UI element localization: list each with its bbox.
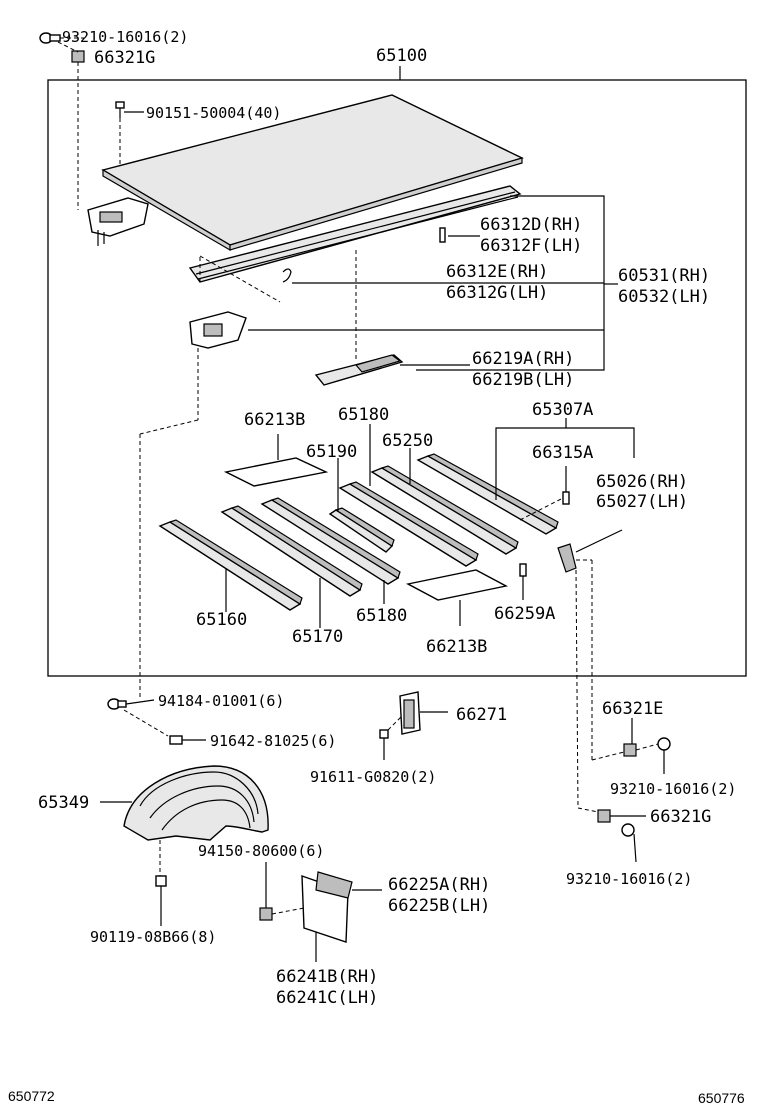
bed-floor-panel [101,94,524,252]
part-label: 66312D(RH) [480,215,582,235]
part-label: 91642-81025(6) [210,732,336,750]
part-label: 66241B(RH) [276,967,378,987]
mat-pad-lower [405,569,509,601]
part-label: 65026(RH) [596,472,688,492]
pin-icon [439,227,446,243]
part-label: 66259A [494,604,555,624]
footer-left-code: 650772 [8,1088,55,1104]
clip-icon [282,268,292,283]
assembly-number: 65100 [376,46,427,66]
clip-66271-icon [399,691,421,735]
nut-66321G-icon [597,809,611,823]
part-label: 90151-50004(40) [146,104,281,122]
part-label: 65307A [532,400,593,420]
part-label: 65180 [356,606,407,626]
part-label: 66321G [650,807,711,827]
bolt-93210-lower-icon [621,823,637,863]
front-bracket-icon [189,311,247,349]
part-label: 93210-16016(2) [62,28,188,46]
part-label: 66213B [244,410,305,430]
cross-bracket [314,354,404,386]
cross-sill-65170 [220,505,363,597]
part-label: 66241C(LH) [276,988,378,1008]
part-label: 65349 [38,793,89,813]
part-label: 66271 [456,705,507,725]
part-label: 66219B(LH) [472,370,574,390]
part-label: 66315A [532,443,593,463]
bolt-90119-icon [155,875,167,926]
part-label: 65160 [196,610,247,630]
pin-66259A-icon [519,563,527,577]
cross-sill-65160 [158,519,303,611]
bolt-94184-icon [107,698,127,710]
mud-flap [301,871,353,943]
part-label: 65170 [292,627,343,647]
bolt-91611-icon [379,729,389,760]
cross-sill-65190 [328,507,395,553]
screw-91642-icon [169,735,183,745]
part-label: 66312G(LH) [446,283,548,303]
side-rail [188,185,522,283]
part-label: 65250 [382,431,433,451]
hinge-bracket-icon [87,197,149,246]
part-label: 66312F(LH) [480,236,582,256]
part-label: 94184-01001(6) [158,692,284,710]
fender-liner [123,765,269,841]
part-label: 60532(LH) [618,287,710,307]
screw-icon [115,101,125,118]
cross-sill-65180-upper [338,481,479,567]
part-label: 60531(RH) [618,266,710,286]
part-label: 65190 [306,442,357,462]
mat-pad-upper [223,457,329,487]
cross-sill-65307A [416,453,559,535]
nut-66321E-icon [623,743,637,757]
nut-icon [71,50,85,63]
cross-sill-65250 [370,465,519,555]
part-label: 65027(LH) [596,492,688,512]
pin-66315A-icon [562,491,570,505]
part-label: 65180 [338,405,389,425]
part-label: 94150-80600(6) [198,842,324,860]
cross-sill-65180-lower [260,497,401,585]
nut-94150-icon [259,907,273,921]
part-label: 90119-08B66(8) [90,928,216,946]
part-label: 93210-16016(2) [610,780,736,798]
side-bracket-icon [557,543,577,573]
part-label: 93210-16016(2) [566,870,692,888]
part-label: 66219A(RH) [472,349,574,369]
part-label: 66312E(RH) [446,262,548,282]
part-label: 66225B(LH) [388,896,490,916]
part-label: 66225A(RH) [388,875,490,895]
assembly-frame [47,79,747,677]
part-label: 66321G [94,48,155,68]
part-label: 66321E [602,699,663,719]
footer-right-code: 650776 [698,1090,745,1106]
part-label: 91611-G0820(2) [310,768,436,786]
bolt-93210-icon [657,737,671,774]
part-label: 66213B [426,637,487,657]
bolt-icon [39,32,61,44]
